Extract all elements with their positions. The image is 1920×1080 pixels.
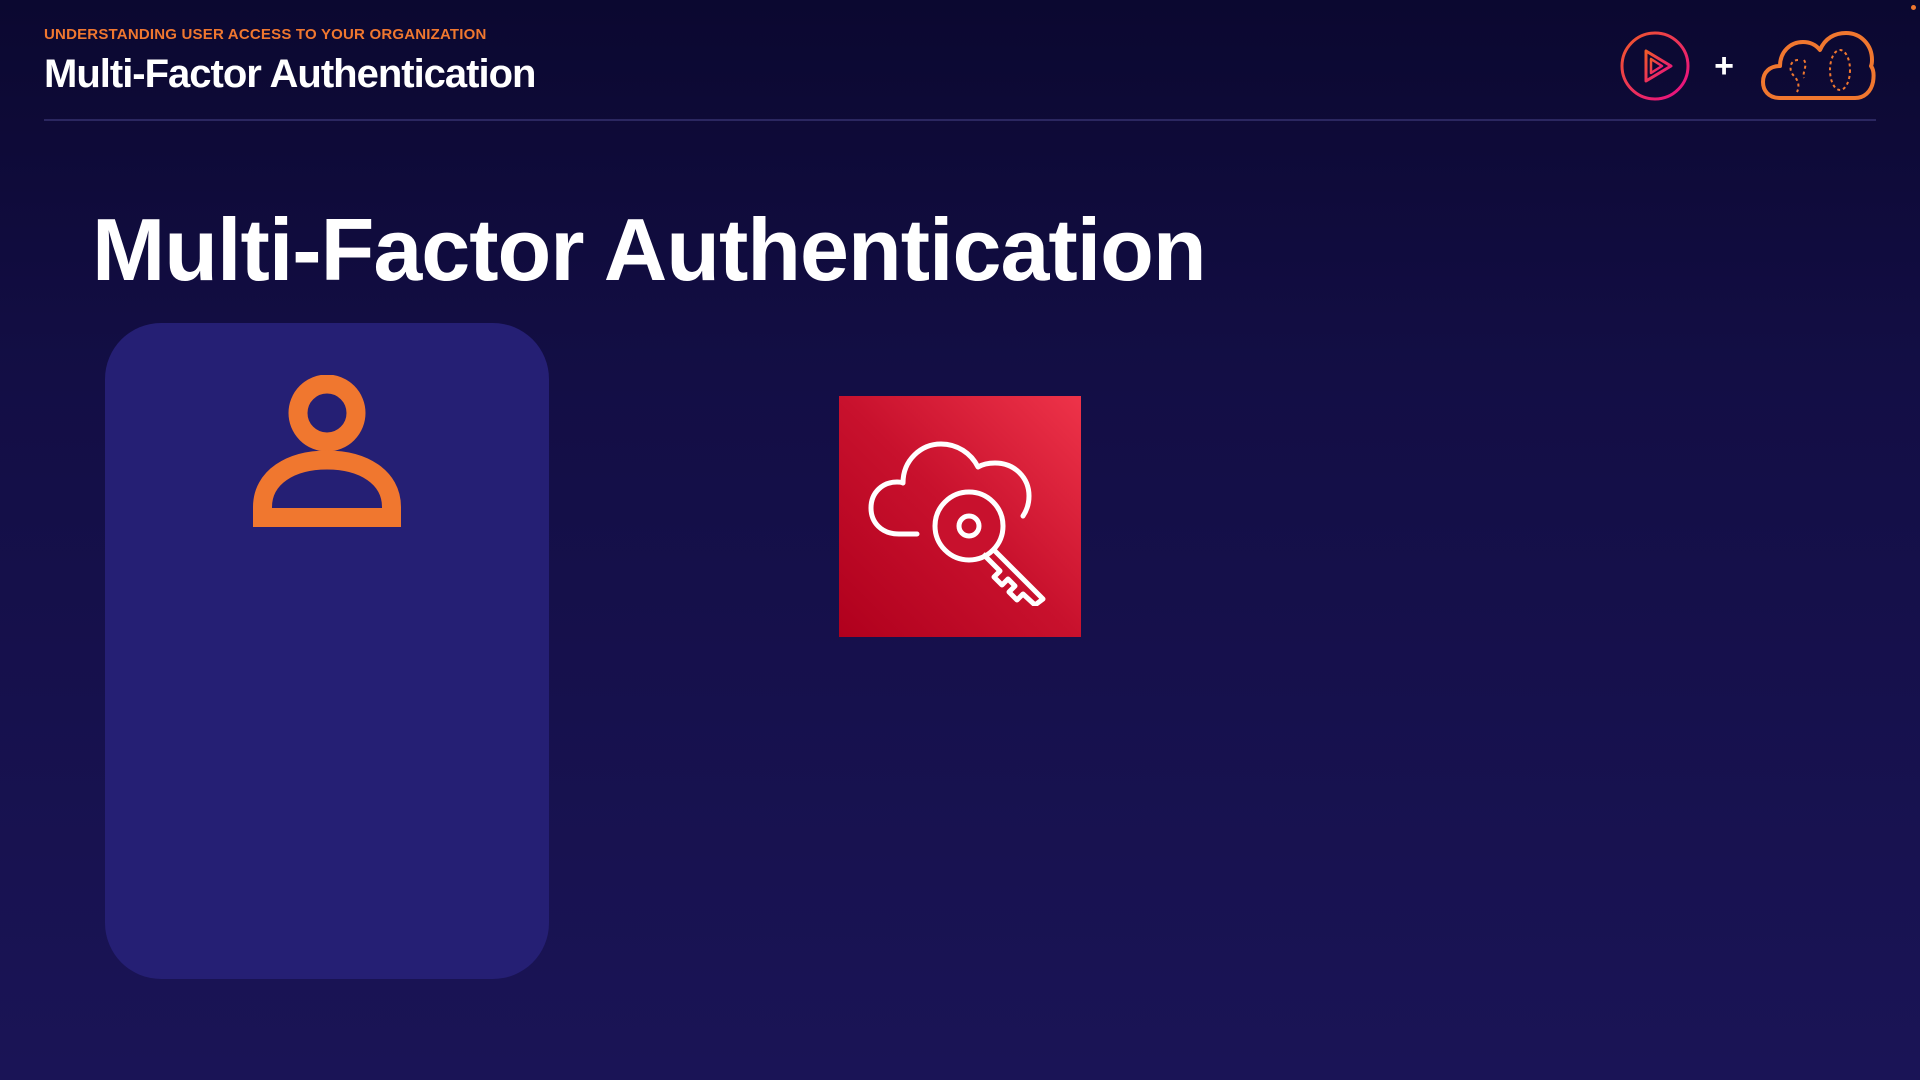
plus-sign: + [1714, 47, 1734, 85]
user-card [105, 323, 549, 979]
header: UNDERSTANDING USER ACCESS TO YOUR ORGANI… [44, 26, 536, 96]
cloud-key-icon [868, 441, 1046, 606]
cloud-logo-icon [1761, 31, 1876, 100]
course-eyebrow: UNDERSTANDING USER ACCESS TO YOUR ORGANI… [44, 26, 487, 43]
brand-logos: + [1620, 30, 1876, 102]
corner-dot [1911, 5, 1916, 10]
user-icon [253, 375, 401, 527]
header-title: Multi-Factor Authentication [44, 52, 536, 96]
slide-title: Multi-Factor Authentication [92, 200, 1207, 299]
header-divider [44, 119, 1876, 121]
play-logo-icon [1620, 31, 1690, 101]
iam-service-tile [839, 396, 1081, 637]
